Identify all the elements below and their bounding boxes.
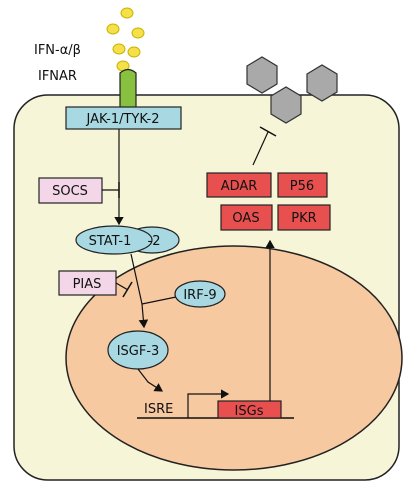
- p56-label: P56: [290, 179, 314, 194]
- p56-box: [277, 172, 328, 198]
- stat-1-label: STAT-1: [89, 234, 132, 249]
- pias-inhibition-line: [115, 282, 129, 291]
- irf9-ellipse: [174, 280, 226, 308]
- irf9-join-line: [141, 296, 177, 305]
- stat-2-label: -2: [148, 234, 161, 249]
- ligand-dot: [127, 46, 141, 58]
- isgf3-label: ISGF-3: [117, 344, 160, 359]
- jak-tyk-label: JAK-1/TYK-2: [85, 112, 159, 127]
- adar-box: [206, 172, 272, 198]
- ifnar-receptor: [119, 68, 137, 109]
- virus-particle-icon: [246, 56, 278, 94]
- pias-inhibition-bar: [122, 281, 133, 298]
- oas-label: OAS: [232, 211, 259, 226]
- ligand-dot: [120, 7, 134, 19]
- stat-1-ellipse: [75, 225, 153, 255]
- ligand-dot: [106, 23, 120, 35]
- virus-particle-icon: [270, 86, 302, 124]
- ligand-dot: [112, 43, 126, 55]
- pias-label: PIAS: [73, 277, 102, 292]
- oas-box: [220, 204, 273, 231]
- jak-tyk-box: [65, 106, 182, 130]
- virus-inhibition-line: [252, 131, 269, 166]
- ligand-dot: [131, 27, 145, 39]
- pkr-box: [277, 204, 331, 231]
- transcription-start-arrow: [187, 389, 230, 418]
- arrow-isgf3-to-isre: [137, 368, 164, 392]
- ifn-label: IFN-α/β: [34, 43, 81, 58]
- isre-label: ISRE: [144, 402, 173, 417]
- isgs-box: [217, 400, 282, 419]
- isgs-label: ISGs: [235, 404, 264, 419]
- ifn-ligand-dots: [106, 7, 145, 72]
- virus-inhibition-bar: [259, 126, 277, 137]
- adar-label: ADAR: [221, 179, 258, 194]
- pkr-label: PKR: [291, 211, 316, 226]
- irf9-label: IRF-9: [183, 288, 216, 303]
- socs-label: SOCS: [52, 184, 88, 199]
- ifnar-label: IFNAR: [38, 69, 77, 84]
- virus-particle-icon: [306, 64, 338, 102]
